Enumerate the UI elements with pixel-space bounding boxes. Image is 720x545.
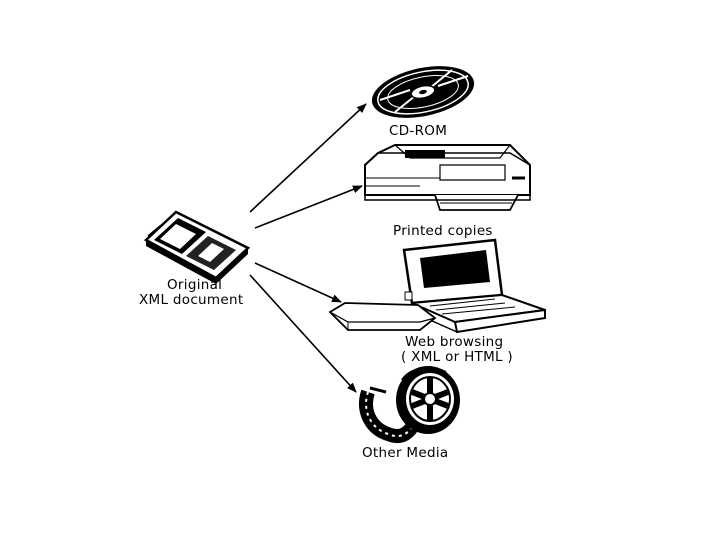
- printed-copies-label: Printed copies: [393, 223, 493, 239]
- arrow-to-laptop: [254, 262, 342, 303]
- web-browsing-label-line2: ( XML or HTML ): [401, 349, 513, 365]
- film-reel-icon: [359, 366, 460, 444]
- cd-rom-icon: [371, 66, 475, 118]
- other-media-label: Other Media: [362, 445, 449, 461]
- arrow-to-other-media: [249, 274, 357, 393]
- web-browsing-label-line1: Web browsing: [405, 334, 504, 350]
- arrow-to-printer: [254, 185, 363, 229]
- laptop-icon: [328, 238, 546, 334]
- arrows: [249, 103, 367, 393]
- printer-icon: [364, 144, 531, 211]
- source-label-line2: XML document: [139, 292, 244, 308]
- cd-rom-label: CD-ROM: [389, 123, 448, 139]
- arrow-to-cd-rom: [249, 103, 367, 213]
- source-label-line1: Original: [167, 277, 223, 293]
- floppy-disk-icon: [143, 210, 251, 284]
